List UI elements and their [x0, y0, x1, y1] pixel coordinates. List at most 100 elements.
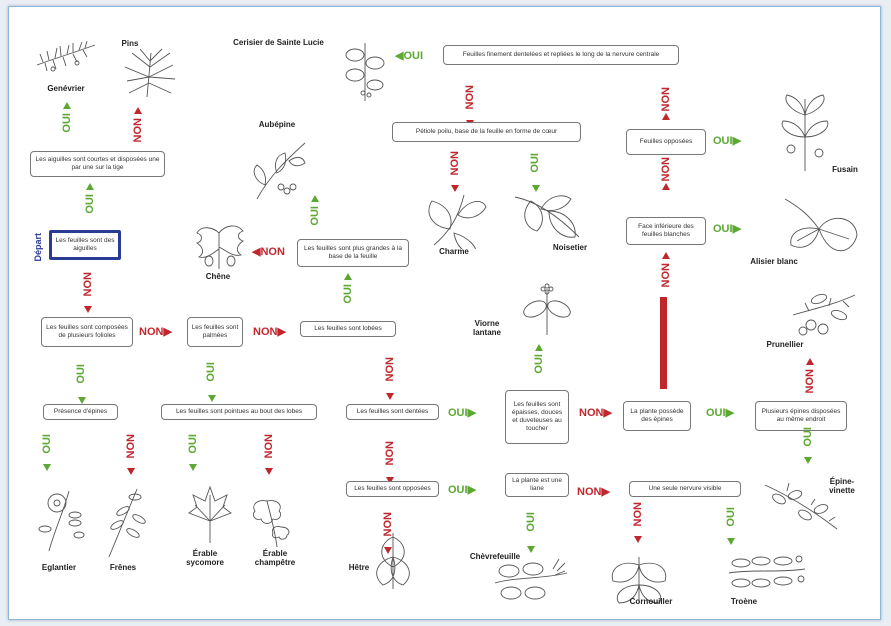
species-label: Eglantier — [41, 563, 77, 572]
non-label: NON — [660, 87, 672, 112]
question-white-underside: Face inférieure des feuilles blanches — [626, 217, 706, 245]
field-maple-illustration — [252, 500, 290, 548]
species-label: Érable sycomore — [186, 549, 224, 567]
non-label: NON — [632, 502, 644, 527]
species-label: Chêne — [205, 272, 231, 281]
non-label: NON — [384, 441, 396, 466]
question-toothed: Les feuilles sont dentées — [346, 404, 439, 420]
blackthorn-illustration — [792, 293, 856, 336]
start-label: Départ — [33, 233, 43, 262]
ash-illustration — [108, 488, 146, 558]
oui-label: OUI — [61, 113, 73, 133]
hazel-illustration — [514, 195, 580, 238]
arrows-non-up — [134, 107, 814, 365]
species-label: Pins — [121, 39, 139, 48]
arrow-layer — [43, 102, 814, 554]
sycamore-illustration — [188, 485, 232, 543]
beech-illustration — [376, 533, 410, 589]
oui-label: OUI▶ — [713, 135, 742, 147]
non-label: NON — [464, 85, 476, 110]
barberry-illustration — [764, 482, 838, 530]
question-compound: Les feuilles sont composées de plusieurs… — [41, 317, 133, 347]
species-label: Prunellier — [766, 340, 804, 349]
species-label: Charme — [439, 247, 469, 256]
question-opposite: Les feuilles sont opposées — [346, 481, 439, 497]
species-label: Chèvrefeuille — [469, 552, 521, 561]
species-label: Noisetier — [552, 243, 588, 252]
wayfaring-illustration — [523, 283, 571, 335]
rose-illustration — [38, 490, 85, 552]
species-label: Cornouiller — [629, 597, 673, 606]
spindle-illustration — [781, 94, 829, 171]
long-non-bar — [660, 297, 667, 389]
oui-label: OUI — [802, 427, 814, 447]
whitebeam-illustration — [784, 198, 858, 252]
non-label: NON — [125, 434, 137, 459]
species-label: Fusain — [832, 165, 858, 174]
hawthorn-illustration — [253, 142, 306, 200]
non-label: NON▶ — [253, 326, 286, 338]
species-label: Alisier blanc — [750, 257, 798, 266]
oui-label: OUI▶ — [713, 223, 742, 235]
non-label: NON — [449, 151, 461, 176]
non-label: NON — [82, 272, 94, 297]
arrows-oui — [63, 102, 543, 351]
oui-label: ◀OUI — [395, 50, 424, 62]
question-palmate: Les feuilles sont palmées — [187, 317, 243, 347]
species-label: Genévrier — [47, 84, 85, 93]
non-label: NON▶ — [139, 326, 172, 338]
question-folded-leaves: Feuilles finement dentelées et repliées … — [443, 45, 679, 65]
oui-label: OUI▶ — [706, 407, 735, 419]
non-label: NON▶ — [579, 407, 612, 419]
question-needles: Les feuilles sont des aiguilles — [49, 230, 121, 260]
non-label: NON▶ — [577, 486, 610, 498]
question-single-vein: Une seule nervure visible — [629, 481, 741, 497]
species-label: Troène — [730, 597, 758, 606]
question-thorns: Présence d'épines — [43, 404, 118, 420]
non-label: NON — [660, 157, 672, 182]
juniper-illustration — [36, 40, 96, 72]
non-label: NON — [804, 369, 816, 394]
oui-label: OUI — [41, 434, 53, 454]
oui-label: OUI — [205, 362, 217, 382]
oui-label: OUI▶ — [448, 484, 477, 496]
question-liana: La plante est une liane — [505, 473, 569, 497]
species-label: Hêtre — [348, 563, 370, 572]
question-pointed-lobes: Les feuilles sont pointues au bout des l… — [161, 404, 317, 420]
oak-illustration — [195, 225, 245, 269]
oui-label: OUI — [529, 153, 541, 173]
question-short-needles: Les aiguilles sont courtes et disposées … — [30, 151, 165, 177]
non-label: NON — [384, 357, 396, 382]
dogwood-illustration — [611, 557, 667, 604]
oui-label: OUI — [75, 364, 87, 384]
oui-label: OUI — [533, 354, 545, 374]
species-label: Épine-vinette — [829, 477, 855, 495]
non-label: NON — [263, 434, 275, 459]
question-hairy-petiole: Pétiole poilu, base de la feuille en for… — [392, 122, 581, 142]
species-label: Viorne lantane — [472, 319, 501, 337]
species-label: Cerisier de Sainte Lucie — [233, 38, 324, 47]
oui-label: OUI — [525, 512, 537, 532]
arrows-oui-down — [43, 185, 812, 553]
oui-label: OUI — [342, 284, 354, 304]
species-label: Frênes — [109, 563, 137, 572]
question-plant-thorns: La plante possède des épines — [623, 401, 691, 431]
oui-label: OUI — [187, 434, 199, 454]
non-label: NON — [132, 118, 144, 143]
question-soft-leaves: Les feuilles sont épaisses, douces et du… — [505, 390, 569, 444]
hornbeam-illustration — [428, 194, 487, 249]
cherry-illustration — [345, 43, 385, 101]
species-label: Érable champêtre — [254, 549, 296, 567]
oui-label: OUI — [309, 206, 321, 226]
question-lobed: Les feuilles sont lobées — [300, 321, 396, 337]
non-label: ◀NON — [252, 246, 285, 258]
question-opposite-leaves: Feuilles opposées — [626, 129, 706, 155]
species-label: Aubépine — [258, 120, 296, 129]
question-grouped-thorns: Plusieurs épines disposées au même endro… — [755, 401, 847, 431]
pine-illustration — [124, 48, 176, 98]
question-larger-base: Les feuilles sont plus grandes à la base… — [297, 239, 409, 267]
key-sheet: Les feuilles sont des aiguilles Départ L… — [8, 6, 881, 620]
oui-label: OUI — [725, 507, 737, 527]
oui-label: OUI — [84, 194, 96, 214]
privet-illustration — [728, 555, 806, 588]
